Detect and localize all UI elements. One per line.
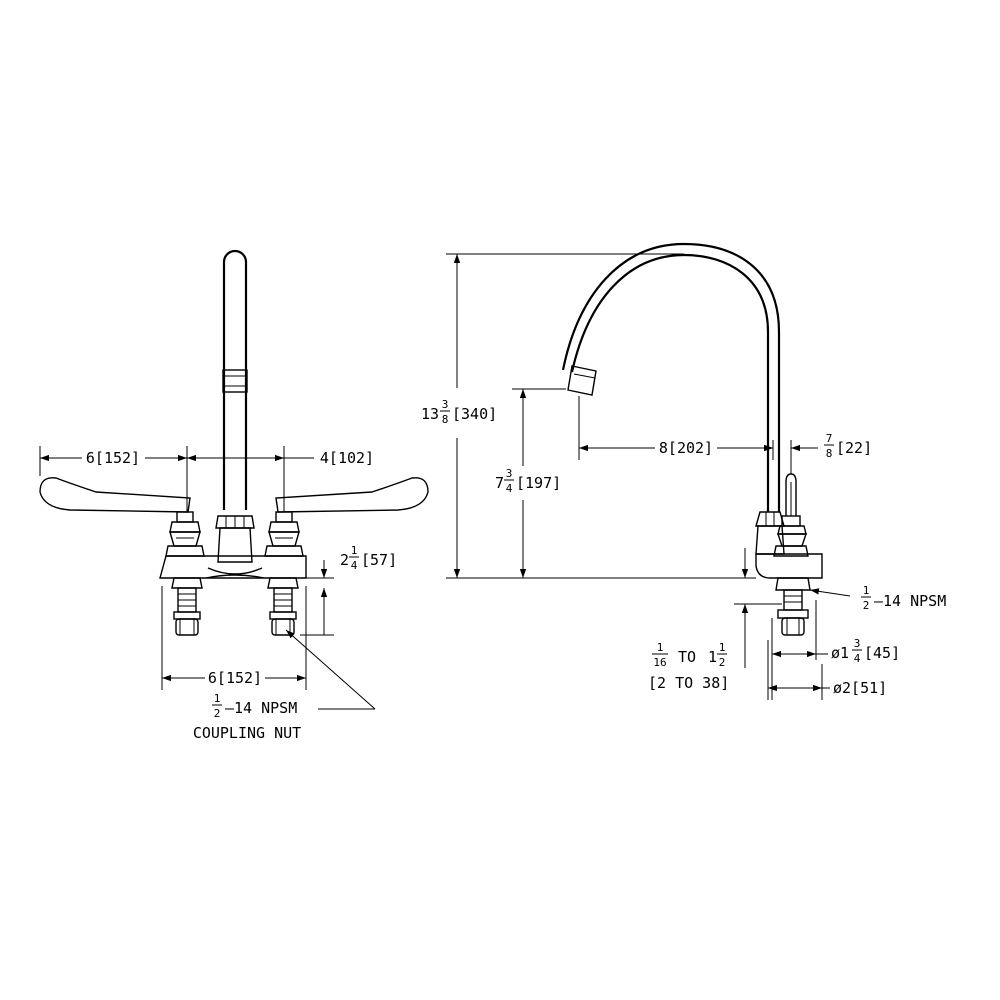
dim-height-mm: [340]	[452, 405, 497, 423]
front-right-handle	[275, 477, 429, 513]
dim-shank-diameter: ø1 3 4 [45]	[771, 600, 900, 700]
front-spout-nut	[207, 515, 263, 575]
dim-handle-reach-label: 6[152]	[86, 449, 140, 467]
dia-shank-den: 4	[854, 652, 861, 665]
side-spout-aerator	[567, 365, 597, 396]
dim-handle-num: 7	[826, 432, 833, 445]
dim-handle-den: 8	[826, 447, 833, 460]
side-deck-body	[755, 553, 823, 579]
dim-height-num: 3	[442, 398, 449, 411]
dim-shank-length-whole: 2	[340, 551, 349, 569]
dim-spout-offset: 4[102]	[187, 449, 374, 467]
dim-shank-length: 2 1 4 [57]	[300, 544, 397, 636]
deck-min-den: 16	[653, 656, 666, 669]
side-spout-gooseneck	[570, 253, 770, 512]
dim-spout-h-mm: [197]	[516, 474, 561, 492]
side-thread-callout: 1 2 –14 NPSM	[809, 584, 946, 612]
deck-min-num: 1	[657, 641, 664, 654]
dim-overall-height: 13 3 8 [340]	[421, 253, 756, 579]
dia-shank-prefix: ø1	[831, 644, 849, 662]
front-spout-tube	[222, 249, 248, 510]
side-spout-nut	[755, 511, 785, 555]
front-view: 6[152] 4[102] 2 1 4 [57] 6[152]	[39, 249, 429, 742]
dim-spout-h-den: 4	[506, 482, 513, 495]
dim-flange-diameter: ø2[51]	[767, 640, 887, 700]
front-spout-aerator	[222, 369, 248, 393]
dim-reach: 8[202]	[578, 396, 774, 460]
side-thread-spec: –14 NPSM	[874, 592, 946, 610]
front-right-valve	[264, 511, 304, 557]
coupling-thread-den: 2	[214, 707, 221, 720]
dim-handle-mm: [22]	[836, 439, 872, 457]
dim-centers-label: 6[152]	[208, 669, 262, 687]
dia-flange-label: ø2[51]	[833, 679, 887, 697]
side-spout-gooseneck-inner	[561, 242, 781, 512]
deck-to: TO	[678, 648, 696, 666]
dia-shank-num: 3	[854, 637, 861, 650]
coupling-thread-num: 1	[214, 692, 221, 705]
deck-max-whole: 1	[708, 648, 717, 666]
front-left-handle	[39, 477, 191, 513]
front-left-shank	[171, 577, 203, 636]
side-thread-den: 2	[863, 599, 870, 612]
coupling-nut-callout: 1 2 –14 NPSM COUPLING NUT	[193, 629, 376, 742]
dia-shank-mm: [45]	[864, 644, 900, 662]
dim-shank-length-mm: [57]	[361, 551, 397, 569]
dim-handle-reach: 6[152]	[39, 446, 285, 512]
front-right-shank	[267, 577, 299, 636]
deck-max-den: 2	[719, 656, 726, 669]
dim-deck-thickness: 1 16 TO 1 1 2 [2 TO 38]	[648, 548, 782, 692]
dim-shank-length-den: 4	[351, 559, 358, 572]
dim-shank-length-num: 1	[351, 544, 358, 557]
dim-spout-offset-label: 4[102]	[320, 449, 374, 467]
dim-height-whole: 13	[421, 405, 439, 423]
dim-spout-height: 7 3 4 [197]	[495, 388, 566, 578]
dim-reach-label: 8[202]	[659, 439, 713, 457]
dim-spout-h-num: 3	[506, 467, 513, 480]
deck-max-num: 1	[719, 641, 726, 654]
coupling-nut-label: COUPLING NUT	[193, 724, 301, 742]
dim-spout-h-whole: 7	[495, 474, 504, 492]
dim-handle-width: 7 8 [22]	[752, 432, 872, 474]
dim-height-den: 8	[442, 413, 449, 426]
side-thread-num: 1	[863, 584, 870, 597]
deck-mm: [2 TO 38]	[648, 674, 729, 692]
coupling-thread-spec: –14 NPSM	[225, 699, 297, 717]
side-view: 13 3 8 [340] 7 3 4 [197] 8[202]	[421, 242, 946, 700]
front-left-valve	[165, 511, 205, 557]
side-shank	[775, 577, 811, 636]
dim-centers: 6[152]	[161, 586, 307, 690]
